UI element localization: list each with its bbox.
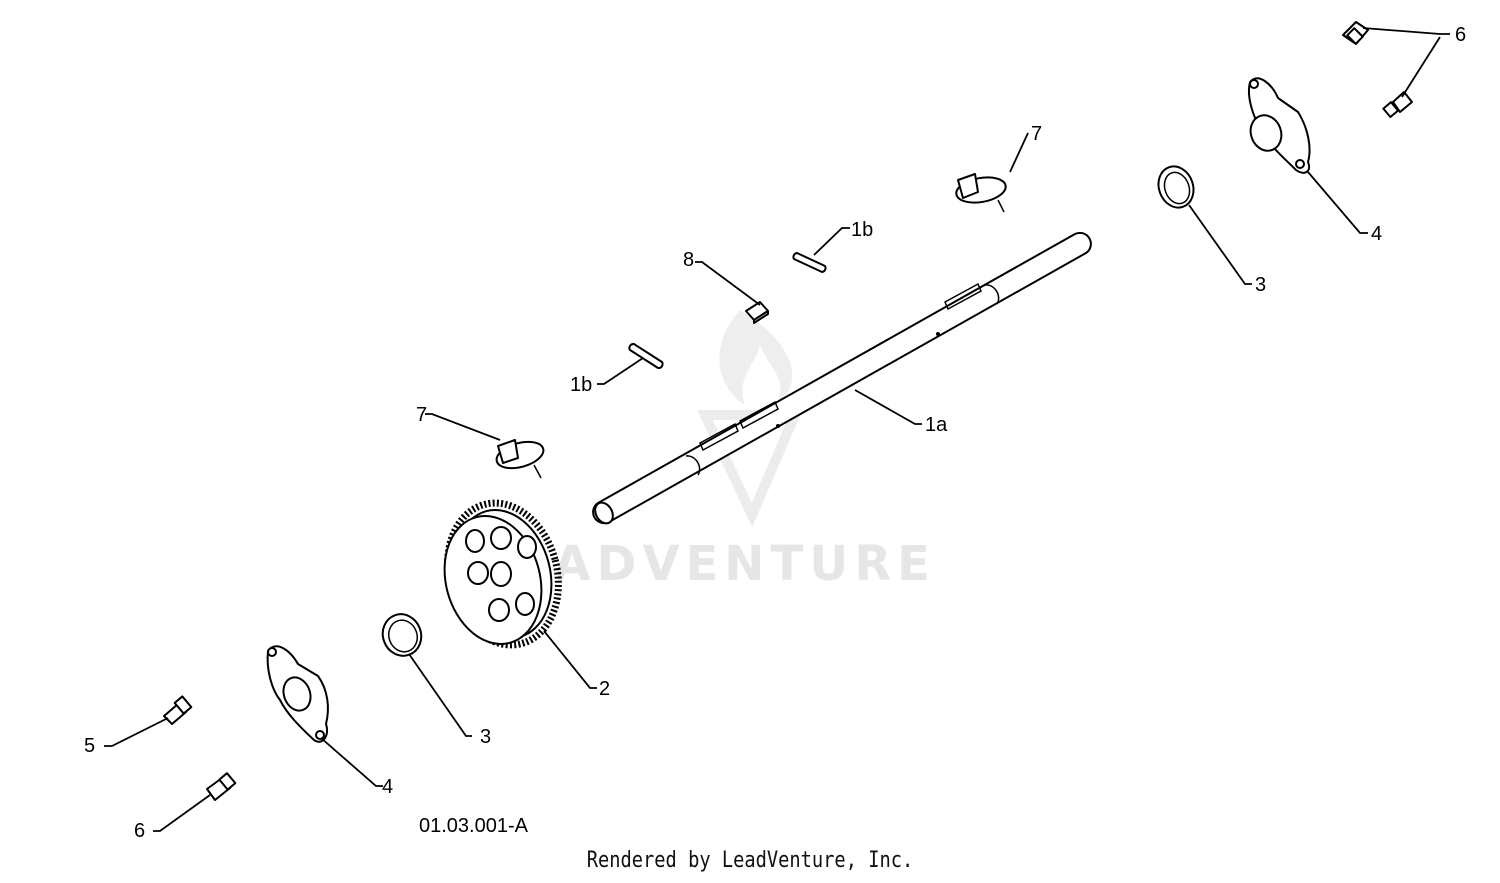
footer-credit: Rendered by LeadVenture, Inc.	[586, 848, 914, 873]
callout-1b-top: 1b	[851, 219, 873, 241]
leader-lines	[104, 27, 1450, 832]
callout-7-left: 7	[416, 404, 427, 426]
callout-1a: 1a	[925, 414, 948, 436]
part-5-bolt	[163, 695, 193, 725]
callout-2: 2	[599, 678, 610, 700]
part-3-washer-right	[1157, 165, 1195, 209]
part-8-key	[745, 301, 769, 324]
callout-6-top: 6	[1455, 24, 1466, 46]
part-1b-pin-left	[628, 342, 664, 370]
callout-5: 5	[84, 735, 95, 757]
callout-6-bottom: 6	[134, 820, 145, 842]
part-7-clip-top	[955, 173, 1007, 213]
part-4-flange-left	[266, 645, 329, 743]
callout-3-right: 3	[1255, 274, 1266, 296]
part-4-flange-right	[1248, 77, 1311, 174]
callout-1b-left: 1b	[570, 374, 592, 396]
callout-3-left: 3	[480, 726, 491, 748]
part-7-clip-left	[495, 439, 545, 479]
callout-labels: 1a 1b 1b 8 7 7 2 3 3 4 4 5 6 6	[84, 24, 1466, 842]
part-1b-pin-top	[792, 252, 827, 273]
part-6-bolt-top-1	[1342, 21, 1369, 45]
callout-4-right: 4	[1371, 223, 1382, 245]
part-1a-shaft	[592, 231, 1092, 525]
part-6-bolt-bottom	[206, 772, 237, 801]
part-2-gear	[443, 499, 562, 649]
callout-8: 8	[683, 249, 694, 271]
callout-7-top: 7	[1031, 123, 1042, 145]
callout-4-left: 4	[382, 776, 393, 798]
part-6-bolt-top-2	[1382, 91, 1413, 119]
part-3-washer-left	[381, 613, 423, 657]
diagram-code: 01.03.001-A	[419, 815, 529, 837]
